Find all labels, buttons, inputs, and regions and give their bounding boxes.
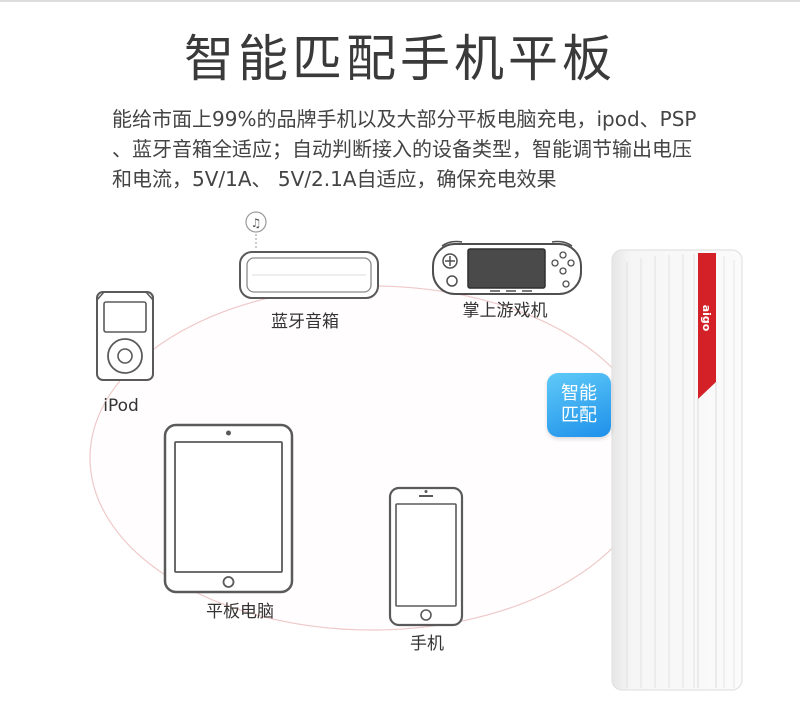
handheld-label: 掌上游戏机 (462, 301, 548, 321)
badge-line: 智能 (561, 383, 597, 404)
ipod-icon (96, 291, 154, 381)
music-note-icon: ♫ (245, 211, 267, 250)
badge-line: 匹配 (561, 405, 597, 426)
tablet-label: 平板电脑 (206, 602, 274, 622)
speaker-label: 蓝牙音箱 (271, 312, 339, 332)
phone-icon (388, 486, 464, 627)
description-line: 、蓝牙音箱全适应；自动判断接入的设备类型，智能调节输出电压 (112, 137, 692, 161)
power-bank-image: aigo (611, 249, 743, 691)
phone-label: 手机 (410, 634, 444, 654)
description: 能给市面上99%的品牌手机以及大部分平板电脑充电，ipod、PSP 、蓝牙音箱全… (112, 104, 772, 194)
ipod-label: iPod (103, 396, 139, 416)
description-line: 能给市面上99%的品牌手机以及大部分平板电脑充电，ipod、PSP (112, 107, 697, 131)
top-divider (0, 0, 800, 2)
handheld-console-icon (432, 240, 582, 295)
description-line: 和电流，5V/1A、 5V/2.1A自适应，确保充电效果 (112, 167, 557, 191)
page-title: 智能匹配手机平板 (184, 30, 616, 88)
tablet-icon (163, 423, 294, 594)
smart-match-badge: 智能 匹配 (547, 373, 611, 437)
red-stripe (698, 253, 716, 399)
brand-logo: aigo (700, 305, 713, 332)
svg-text:♫: ♫ (251, 216, 262, 230)
bluetooth-speaker-icon (239, 251, 379, 299)
